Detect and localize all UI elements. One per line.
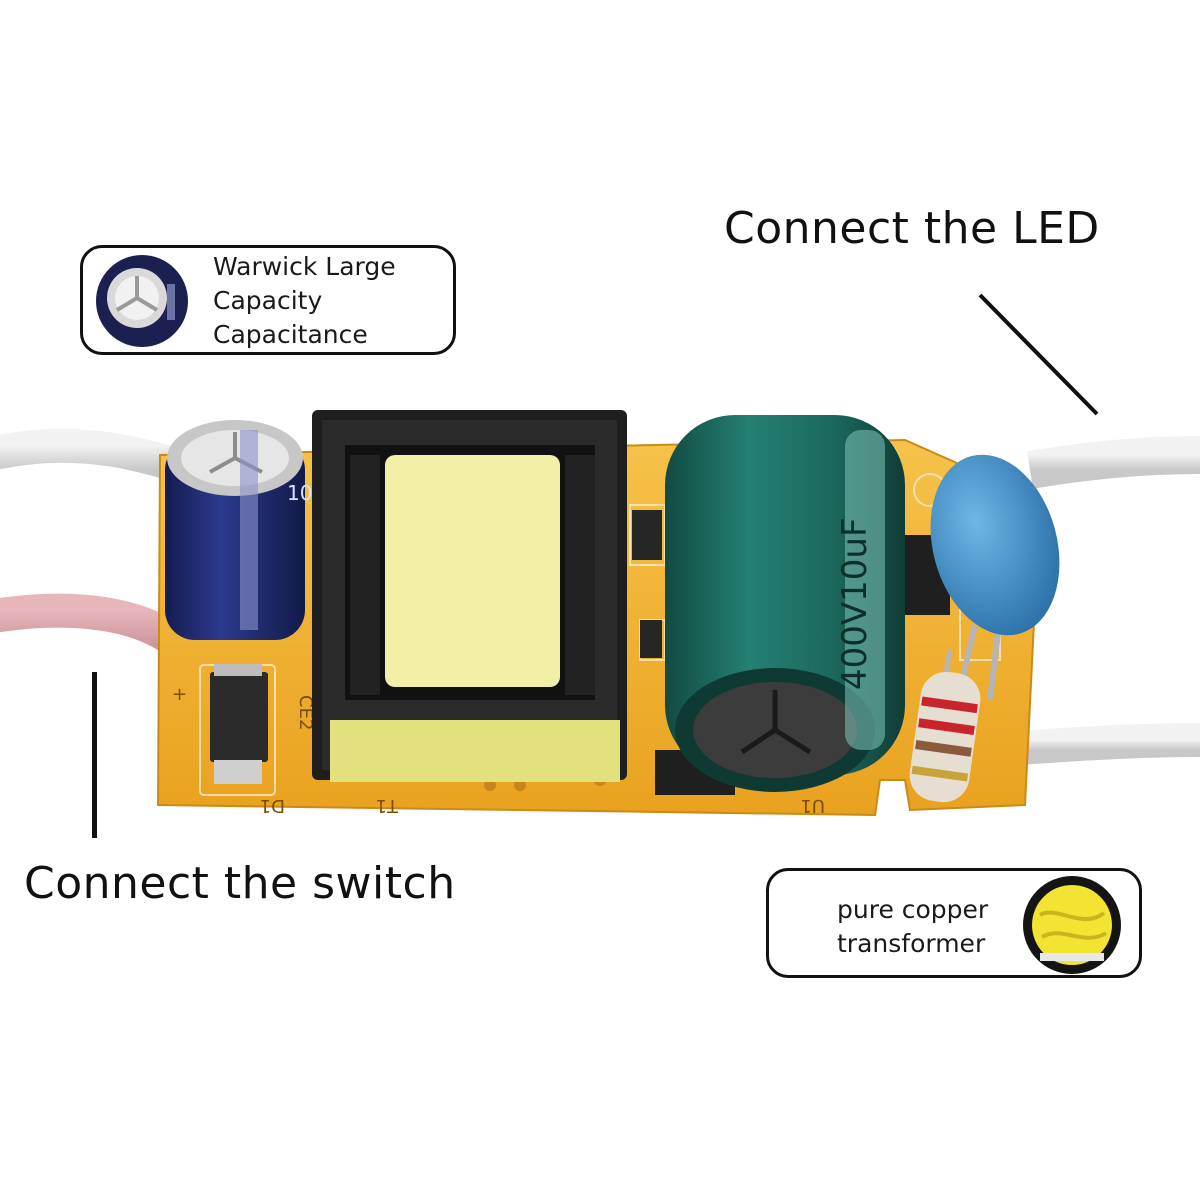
small-cap-marking: 10 (287, 481, 312, 505)
callout-transformer-line-1: pure copper (837, 895, 989, 924)
silk-u1: U1 (800, 795, 825, 816)
callout-capacitor: Warwick Large Capacity Capacitance (80, 245, 456, 355)
large-electrolytic-capacitor: 400V10uF (665, 415, 905, 792)
silk-d1: D1 (260, 795, 285, 816)
label-connect-switch: Connect the switch (24, 858, 456, 909)
callout-capacitor-line-2: Capacity (213, 286, 323, 315)
silk-t1: T1 (376, 795, 399, 816)
callout-capacitor-text: Warwick Large Capacity Capacitance (213, 250, 396, 352)
callout-transformer-line-2: transformer (837, 929, 986, 958)
capacitor-icon (96, 255, 188, 347)
leader-line-led (978, 293, 1099, 416)
callout-capacitor-line-1: Warwick Large (213, 252, 396, 281)
callout-transformer-text: pure copper transformer (837, 893, 988, 961)
transformer-coil-icon (1023, 876, 1121, 974)
callout-transformer: pure copper transformer (766, 868, 1142, 978)
small-electrolytic-capacitor: 10 (165, 420, 312, 640)
resistor (909, 649, 981, 803)
diode-d1 (210, 664, 268, 784)
wire-white-right-top (1026, 436, 1200, 489)
silk-plus: + (172, 684, 187, 705)
label-connect-led: Connect the LED (724, 203, 1100, 254)
silk-ce2: CE2 (295, 695, 316, 730)
callout-capacitor-line-3: Capacitance (213, 320, 368, 349)
transformer (312, 410, 627, 782)
leader-line-switch (92, 672, 97, 838)
big-cap-marking: 400V10uF (835, 517, 875, 690)
